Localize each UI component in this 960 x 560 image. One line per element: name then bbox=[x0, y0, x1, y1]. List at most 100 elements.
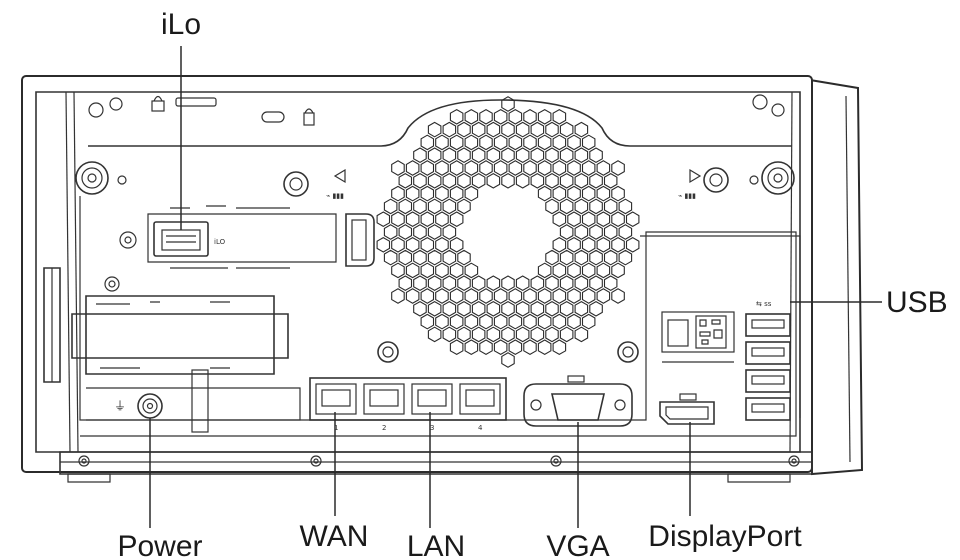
fan-grille-hole bbox=[493, 339, 508, 356]
fan-grille-hole bbox=[427, 198, 442, 215]
chassis: ⌁ ▮▮▮ ⌁ ▮▮▮ bbox=[21, 75, 864, 483]
fan-grille-hole bbox=[537, 185, 552, 202]
fan-grille-hole bbox=[398, 224, 413, 240]
fan-grille-hole bbox=[589, 275, 603, 292]
fan-grille-hole bbox=[427, 249, 442, 266]
fan-grille-hole bbox=[581, 236, 596, 253]
fan-grille-hole bbox=[398, 198, 413, 215]
fan-grille-hole bbox=[383, 198, 398, 215]
displayport-port[interactable] bbox=[659, 393, 715, 425]
fan-grille-hole bbox=[464, 108, 479, 125]
rail-screw bbox=[550, 455, 562, 467]
fan-grille-hole bbox=[552, 185, 567, 202]
fan-grille-hole bbox=[442, 172, 457, 189]
fan-grille-hole bbox=[589, 198, 603, 215]
fan-grille-hole bbox=[471, 326, 486, 343]
fan-grille-hole bbox=[435, 288, 449, 304]
fan-grille-hole bbox=[420, 262, 435, 279]
lan-port[interactable] bbox=[363, 383, 405, 415]
fan-grille-hole bbox=[574, 198, 589, 215]
usb-port[interactable] bbox=[745, 341, 791, 365]
fan-grille-hole bbox=[501, 147, 515, 164]
label-screw bbox=[617, 341, 639, 363]
fan-grille-hole bbox=[603, 198, 618, 215]
fan-grille-hole bbox=[618, 249, 633, 266]
lan-port[interactable] bbox=[411, 383, 453, 415]
fan-grille-hole bbox=[391, 262, 405, 279]
power-jack[interactable]: ⏚ bbox=[86, 387, 301, 421]
usb-port[interactable] bbox=[745, 397, 791, 421]
fan-grille-hole bbox=[486, 326, 501, 343]
fan-grille-hole bbox=[552, 160, 567, 176]
fan-grille-hole bbox=[552, 211, 567, 228]
fan-grille-hole bbox=[464, 134, 479, 151]
fan-grille-hole bbox=[427, 224, 442, 240]
fan-grille-hole bbox=[559, 249, 574, 266]
fan-grille-hole bbox=[552, 339, 567, 356]
fan-grille-hole bbox=[515, 326, 530, 343]
lan-port[interactable] bbox=[459, 383, 501, 415]
fan-grille-hole bbox=[603, 224, 618, 240]
fan-grille-hole bbox=[530, 172, 545, 189]
fan-grille-hole bbox=[559, 275, 574, 292]
fan-grille-hole bbox=[567, 236, 581, 253]
fan-grille-hole bbox=[442, 224, 457, 240]
fan-grille-hole bbox=[596, 211, 611, 228]
fan-grille-hole bbox=[442, 249, 457, 266]
fan-grille-hole bbox=[567, 288, 581, 304]
usb-port[interactable] bbox=[745, 313, 791, 337]
rj45-mark-1: 1 bbox=[334, 424, 338, 432]
fan-grille-hole bbox=[449, 134, 464, 151]
wan-port[interactable] bbox=[315, 383, 357, 415]
fan-grille-hole bbox=[530, 326, 545, 343]
fan-grille-hole bbox=[413, 249, 427, 266]
fan-grille-hole bbox=[567, 313, 581, 330]
usb-port[interactable] bbox=[745, 369, 791, 393]
rj45-mark-3: 3 bbox=[430, 424, 434, 432]
fan-grille-hole bbox=[413, 275, 427, 292]
usb-label: USB bbox=[886, 286, 948, 319]
fan-grille-hole bbox=[449, 160, 464, 176]
svg-text:⏚: ⏚ bbox=[114, 399, 126, 413]
fan-grille-hole bbox=[596, 160, 611, 176]
fan-grille-hole bbox=[405, 160, 420, 176]
fan-grille bbox=[376, 96, 640, 368]
rj45-block: 1 2 3 4 bbox=[309, 341, 507, 432]
fan-grille-hole bbox=[545, 121, 559, 138]
fan-grille-hole bbox=[523, 134, 537, 151]
fan-grille-hole bbox=[523, 288, 537, 304]
fan-grille-hole bbox=[486, 121, 501, 138]
fan-grille-hole bbox=[545, 147, 559, 164]
fan-grille-hole bbox=[420, 160, 435, 176]
fan-grille-hole bbox=[515, 300, 530, 317]
fan-grille-hole bbox=[523, 108, 537, 125]
fan-grille-hole bbox=[413, 147, 427, 164]
fan-grille-hole bbox=[574, 147, 589, 164]
fan-grille-hole bbox=[611, 288, 625, 304]
leader-lines bbox=[149, 46, 882, 528]
fan-grille-hole bbox=[589, 224, 603, 240]
fan-grille-hole bbox=[537, 339, 552, 356]
fan-grille-hole bbox=[523, 160, 537, 176]
fan-grille-hole bbox=[537, 288, 552, 304]
svg-text:⇆ ss: ⇆ ss bbox=[756, 300, 772, 308]
fan-grille-hole bbox=[559, 300, 574, 317]
fan-grille-hole bbox=[574, 224, 589, 240]
fan-grille-hole bbox=[501, 326, 515, 343]
fan-grille-hole bbox=[457, 326, 471, 343]
fan-grille-hole bbox=[574, 326, 589, 343]
fan-grille-hole bbox=[464, 185, 479, 202]
fan-grille-hole bbox=[515, 172, 530, 189]
fan-grille-hole bbox=[552, 108, 567, 125]
fan-grille-hole bbox=[435, 134, 449, 151]
thumbscrew-left bbox=[75, 161, 127, 195]
fan-grille-hole bbox=[545, 249, 559, 266]
vga-port[interactable] bbox=[523, 375, 633, 427]
fan-grille-hole bbox=[508, 313, 523, 330]
fan-grille-hole bbox=[537, 160, 552, 176]
fan-grille-hole bbox=[435, 160, 449, 176]
fan-grille-hole bbox=[398, 172, 413, 189]
fan-grille-hole bbox=[435, 313, 449, 330]
fan-grille-hole bbox=[611, 185, 625, 202]
